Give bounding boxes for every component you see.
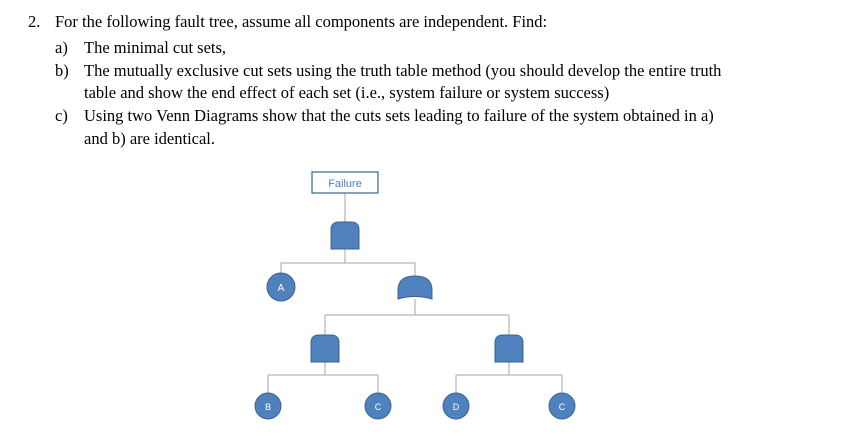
basic-event-circle — [364, 392, 392, 420]
basic-event-circle — [266, 272, 296, 302]
basic-event-c2: C — [548, 392, 576, 420]
and-gate-top — [330, 221, 360, 250]
item-c-label: c) — [55, 106, 68, 125]
top-event-label: Failure — [328, 178, 362, 190]
tree-connectors — [267, 193, 563, 395]
basic-event-circle — [254, 392, 282, 420]
or-gate-shape — [397, 275, 433, 300]
and-gate-shape — [494, 334, 524, 363]
basic-event-d-label: D — [453, 402, 460, 412]
or-gate-middle — [397, 275, 433, 300]
basic-event-c1-label: C — [375, 402, 382, 412]
basic-event-a: A — [266, 272, 296, 302]
basic-event-circle — [442, 392, 470, 420]
question-number: 2. — [28, 12, 41, 31]
top-event-box — [311, 171, 379, 194]
item-a-line-1: The minimal cut sets, — [84, 38, 227, 57]
basic-event-c2-label: C — [559, 402, 566, 412]
question-intro: For the following fault tree, assume all… — [55, 12, 548, 31]
basic-event-a-label: A — [278, 283, 285, 294]
item-a-label: a) — [55, 38, 68, 57]
and-gate-right — [494, 334, 524, 363]
item-c-line-2: and b) are identical. — [84, 129, 216, 148]
and-gate-left — [310, 334, 340, 363]
basic-event-circle — [548, 392, 576, 420]
item-b-label: b) — [55, 61, 69, 80]
item-b-line-1: The mutually exclusive cut sets using th… — [84, 61, 722, 80]
item-b-line-2: table and show the end effect of each se… — [84, 83, 610, 102]
basic-event-b: B — [254, 392, 282, 420]
basic-event-c1: C — [364, 392, 392, 420]
and-gate-shape — [310, 334, 340, 363]
item-c-line-1: Using two Venn Diagrams show that the cu… — [84, 106, 714, 125]
basic-event-b-label: B — [265, 402, 271, 412]
and-gate-shape — [330, 221, 360, 250]
basic-event-d: D — [442, 392, 470, 420]
